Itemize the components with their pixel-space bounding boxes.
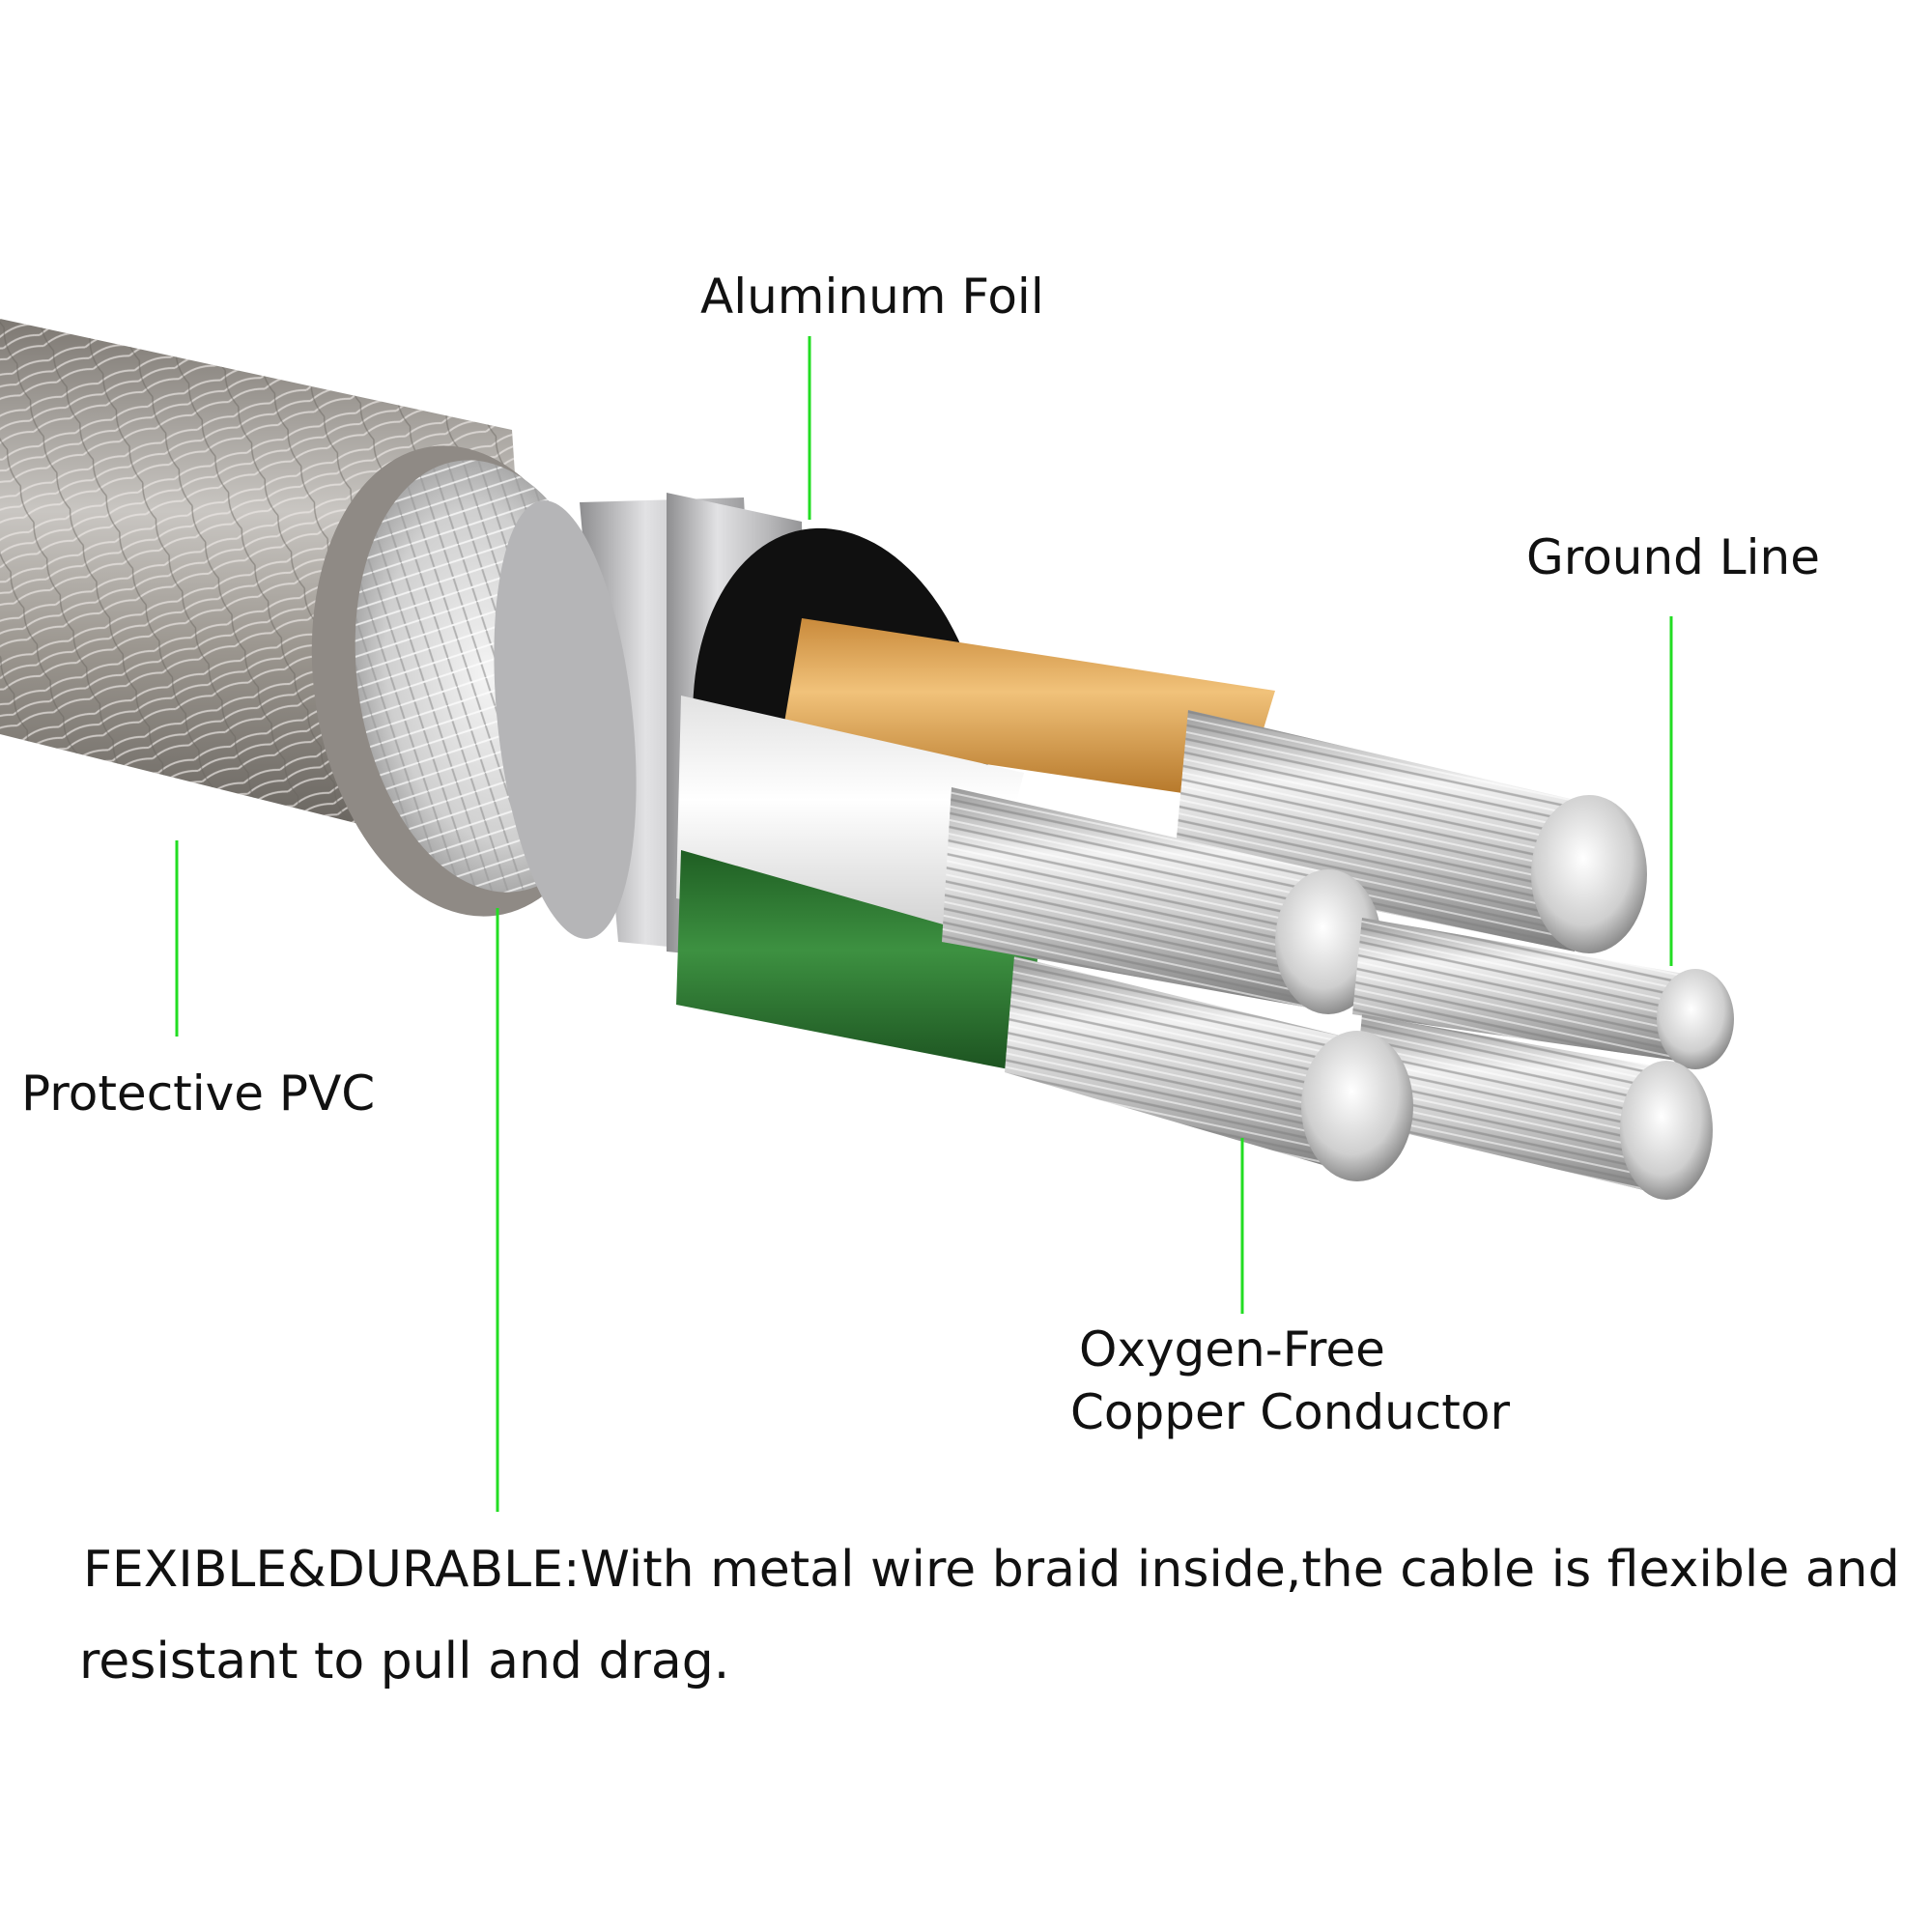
copper-conductor-label-line-2: Copper Conductor	[1070, 1384, 1511, 1440]
aluminum-foil-label: Aluminum Foil	[700, 269, 1044, 325]
caption-line-2: resistant to pull and drag.	[79, 1633, 730, 1690]
ground-line-label: Ground Line	[1526, 529, 1821, 585]
copper-conductor-label-line-1: Oxygen-Free	[1079, 1321, 1385, 1378]
protective-pvc-label: Protective PVC	[21, 1065, 376, 1122]
caption-line-1: FEXIBLE&DURABLE:With metal wire braid in…	[83, 1541, 1900, 1599]
